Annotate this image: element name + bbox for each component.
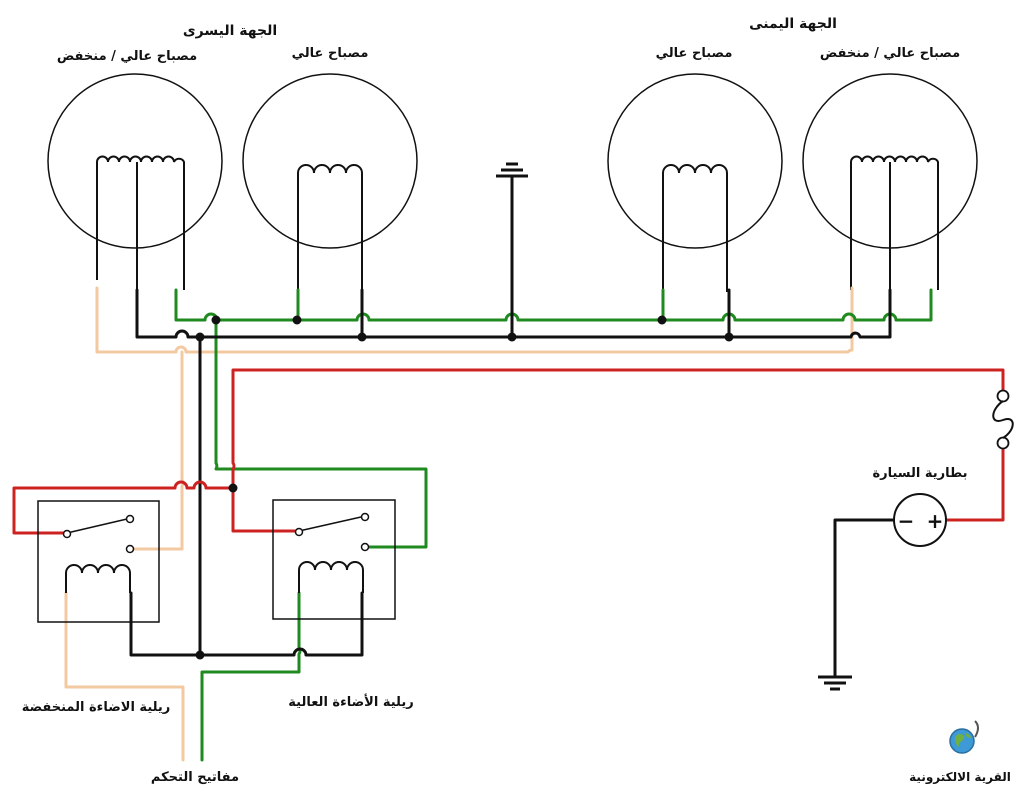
lamp-right-highlow (802, 73, 978, 292)
fuse-symbol (992, 389, 1014, 450)
car-battery-symbol: − + (893, 493, 947, 547)
left-side-heading: الجهة اليسرى (183, 23, 277, 39)
right-side-heading: الجهة اليمنى (749, 16, 837, 32)
lamp-label-right-highlow: مصباح عالي / منخفض (820, 46, 960, 61)
relay-high-beam (272, 499, 396, 620)
lamp-right-high (607, 73, 783, 292)
lamp-left-highlow (47, 73, 223, 292)
logo-text: القرية الالكترونية (909, 770, 1011, 785)
lamp-label-left-highlow: مصباح عالي / منخفض (57, 49, 197, 64)
ground-wiring (129, 174, 895, 677)
lamp-left-high (242, 73, 418, 292)
low-beam-wiring (64, 286, 854, 762)
site-logo: القرية الالكترونية (909, 720, 1011, 785)
relay-low-label: ريلية الاضاءة المنخفضة (22, 700, 171, 715)
battery-minus-sign: − (898, 509, 915, 533)
chassis-ground-symbol-bottom (818, 675, 852, 691)
chassis-ground-symbol-top (496, 162, 528, 178)
relay-high-label: ريلية الأضاءة العالية (288, 693, 413, 710)
battery-plus-sign: + (927, 509, 944, 533)
battery-label: بطارية السيارة (872, 466, 967, 481)
junction-dots (195, 315, 734, 660)
power-wiring (12, 368, 1005, 535)
control-switches-label: مفاتيح التحكم (151, 770, 239, 785)
relay-low-beam (37, 500, 160, 623)
lamp-label-right-high: مصباح عالي (656, 46, 733, 61)
lamp-label-left-high: مصباح عالي (292, 46, 369, 61)
high-beam-wiring (174, 288, 933, 762)
